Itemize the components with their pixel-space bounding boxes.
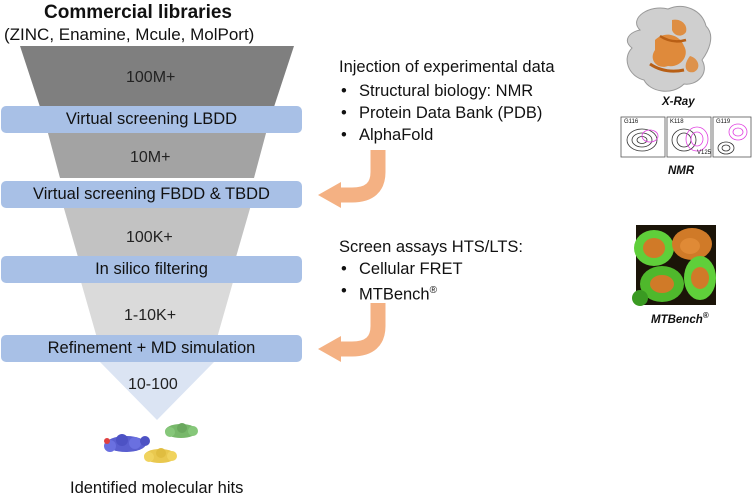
- curved-arrow-icon: [318, 150, 386, 208]
- list-item: Protein Data Bank (PDB): [339, 102, 542, 124]
- curved-arrow-icon: [318, 303, 386, 362]
- mtbench-caption-text: MTBench: [651, 313, 703, 326]
- panel-heading-assays: Screen assays HTS/LTS:: [339, 238, 524, 256]
- diagram-subtitle: (ZINC, Enamine, Mcule, MolPort): [4, 25, 255, 44]
- step-box-4: Refinement + MD simulation: [1, 335, 302, 362]
- panel-heading-experimental: Injection of experimental data: [339, 58, 555, 76]
- funnel-count-4: 1-10K+: [124, 307, 177, 324]
- xray-caption: X-Ray: [662, 96, 695, 108]
- molecule-icon: [104, 434, 150, 452]
- experimental-data-list: Structural biology: NMR Protein Data Ban…: [339, 80, 542, 146]
- nmr-spectrum-icon: [620, 116, 752, 158]
- step-box-2: Virtual screening FBDD & TBDD: [1, 181, 302, 208]
- nmr-residue-label: G116: [624, 119, 639, 125]
- registered-mark: ®: [429, 285, 437, 296]
- step-box-3: In silico filtering: [1, 256, 302, 283]
- nmr-residue-label: G119: [716, 119, 731, 125]
- list-item-label: MTBench: [359, 285, 430, 304]
- nmr-residue-label: K118: [670, 119, 684, 125]
- funnel-band-2: [45, 122, 269, 178]
- funnel-band-4: [81, 282, 233, 338]
- funnel-count-5: 10-100: [128, 376, 178, 393]
- list-item: Cellular FRET: [339, 258, 463, 280]
- nmr-caption: NMR: [668, 165, 695, 177]
- funnel-count-3: 100K+: [126, 229, 173, 246]
- protein-structure-icon: [626, 5, 712, 92]
- mtbench-caption: MTBench®: [651, 311, 709, 326]
- list-item: AlphaFold: [339, 124, 542, 146]
- step-box-1: Virtual screening LBDD: [1, 106, 302, 133]
- molecule-icon: [144, 448, 177, 463]
- registered-mark: ®: [702, 311, 709, 320]
- funnel-count-1: 100M+: [126, 69, 176, 86]
- funnel-tip: [100, 362, 214, 420]
- funnel-count-2: 10M+: [130, 149, 171, 166]
- funnel-band-3: [63, 205, 251, 257]
- funnel-band-1: [20, 46, 294, 113]
- nmr-residue-label: V125: [697, 150, 712, 156]
- cell-microscopy-icon: [632, 225, 716, 306]
- list-item: MTBench®: [339, 280, 463, 306]
- diagram-title: Commercial libraries: [44, 2, 232, 23]
- assay-list: Cellular FRET MTBench®: [339, 258, 463, 306]
- list-item: Structural biology: NMR: [339, 80, 542, 102]
- result-label: Identified molecular hits: [70, 479, 244, 497]
- molecule-icon: [165, 423, 198, 438]
